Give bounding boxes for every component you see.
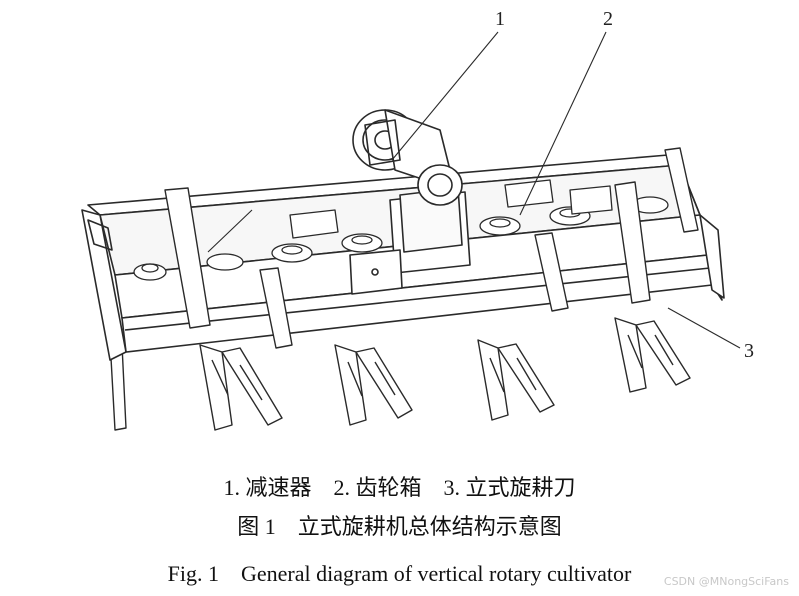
parts-legend: 1. 减速器 2. 齿轮箱 3. 立式旋耕刀 (223, 475, 576, 500)
callout-1-number: 1 (495, 8, 505, 30)
gearbox-group (133, 179, 669, 281)
leader-lines (207, 31, 741, 349)
callout-3-number: 3 (744, 340, 754, 362)
watermark: CSDN @MNongSciFans (663, 575, 789, 588)
center-housing (349, 187, 471, 295)
callout-2-number: 2 (603, 8, 613, 30)
figure-caption-chinese: 图 1 立式旋耕机总体结构示意图 (237, 514, 562, 539)
reducer (352, 109, 463, 206)
blade-group (109, 317, 691, 431)
figure-caption-english: Fig. 1 General diagram of vertical rotar… (167, 561, 632, 586)
side-plates (164, 147, 699, 349)
cultivator-drawing (81, 31, 741, 431)
